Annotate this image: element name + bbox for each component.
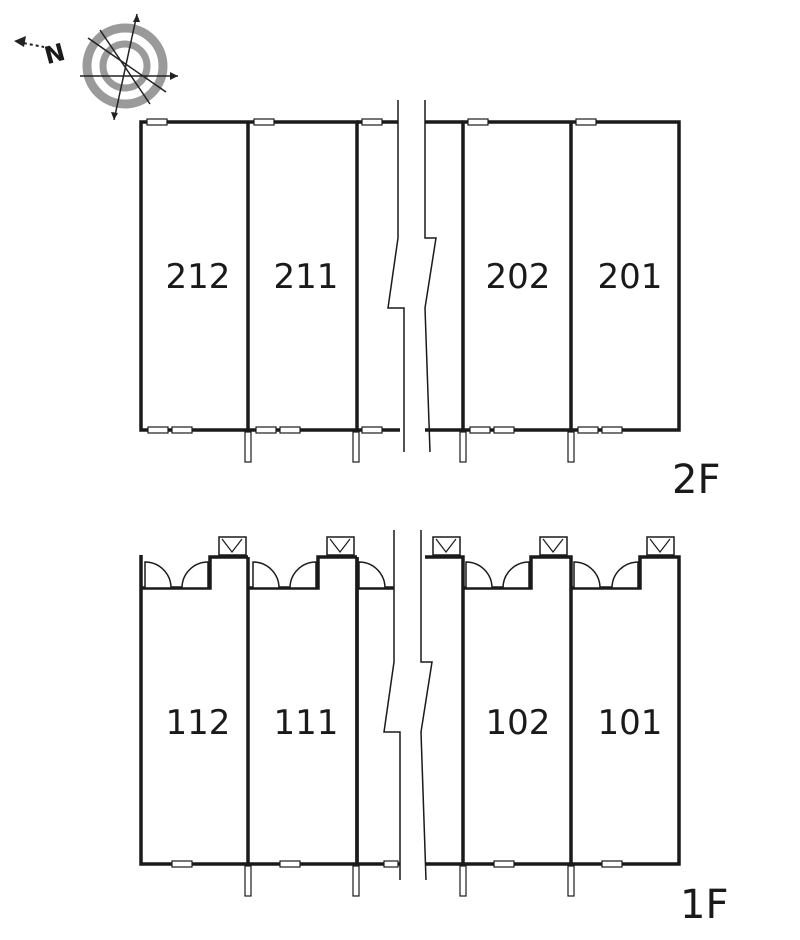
- room-202: 202: [486, 257, 551, 297]
- floor-label-2f: 2F: [672, 457, 720, 503]
- room-201: 201: [598, 257, 663, 297]
- compass-rose-icon: [14, 13, 178, 121]
- room-112: 112: [166, 703, 231, 743]
- floor-1f: [139, 530, 681, 897]
- floor-label-1f: 1F: [680, 882, 728, 928]
- room-101: 101: [598, 703, 663, 743]
- north-label: N: [41, 38, 68, 70]
- room-212: 212: [166, 257, 231, 297]
- room-211: 211: [274, 257, 339, 297]
- floor-2f: [139, 100, 681, 463]
- room-111: 111: [274, 703, 339, 743]
- room-102: 102: [486, 703, 551, 743]
